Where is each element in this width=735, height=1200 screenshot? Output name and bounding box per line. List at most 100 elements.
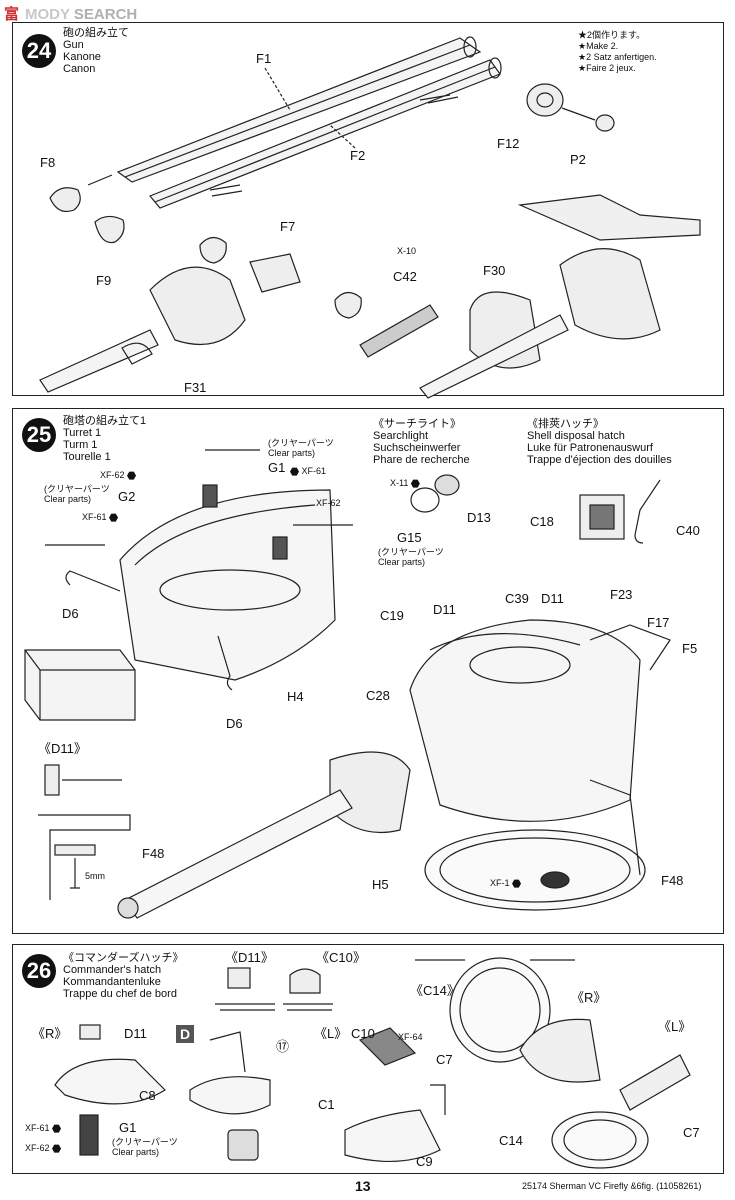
step-25-panel bbox=[12, 408, 724, 934]
part-h4: H4 bbox=[287, 689, 304, 704]
part-c10: C10 bbox=[351, 1026, 375, 1041]
paint-xf61-b: XF-61 bbox=[290, 466, 326, 476]
searchlight-fr: Phare de recherche bbox=[373, 454, 470, 466]
step-26-title-de: Kommandantenluke bbox=[63, 976, 161, 988]
note-jp: ★2個作ります。 bbox=[578, 30, 646, 40]
step-26-panel bbox=[12, 944, 724, 1174]
part-d6-a: D6 bbox=[62, 606, 79, 621]
hatch-en: Shell disposal hatch bbox=[527, 430, 625, 442]
step-24-note: ★2個作ります。 ★Make 2. ★2 Satz anfertigen. ★F… bbox=[578, 30, 657, 74]
step-24-title-jp: 砲の組み立て bbox=[63, 27, 129, 39]
paint-x11: X-11 bbox=[390, 478, 420, 488]
part-f8: F8 bbox=[40, 155, 56, 170]
part-c7-b: C7 bbox=[683, 1125, 700, 1140]
paint-xf62: XF-62 bbox=[25, 1143, 62, 1153]
d11-detail-label: 《D11》 bbox=[225, 950, 274, 965]
searchlight-en: Searchlight bbox=[373, 430, 429, 442]
part-c8: C8 bbox=[139, 1088, 156, 1103]
paint-hex-icon bbox=[52, 1144, 62, 1153]
part-c14: C14 bbox=[499, 1133, 523, 1148]
note-de: ★2 Satz anfertigen. bbox=[578, 52, 657, 62]
hatch-fr: Trappe d'éjection des douilles bbox=[527, 454, 672, 466]
step-26-title-fr: Trappe du chef de bord bbox=[63, 988, 177, 1000]
part-c9: C9 bbox=[416, 1154, 433, 1169]
step-26-title-jp: 《コマンダーズハッチ》 bbox=[63, 952, 184, 964]
part-f7: F7 bbox=[280, 219, 296, 234]
watermark-search: SEARCH bbox=[73, 6, 138, 23]
clear-en: Clear parts bbox=[378, 557, 423, 567]
ref-17-icon: ⑰ bbox=[276, 1039, 290, 1054]
xf1-text: XF-1 bbox=[490, 878, 510, 888]
paint-hex-icon bbox=[127, 471, 137, 480]
paint-xf1: XF-1 bbox=[490, 878, 522, 888]
clear-jp: クリヤーパーツ bbox=[381, 547, 444, 557]
part-g1-26: G1 bbox=[119, 1120, 137, 1135]
step-26-title-en: Commander's hatch bbox=[63, 964, 162, 976]
part-f12: F12 bbox=[497, 136, 520, 151]
paint-xf61: XF-61 bbox=[25, 1123, 62, 1133]
c14-detail-label: 《C14》 bbox=[410, 983, 460, 998]
clear-jp: クリヤーパーツ bbox=[47, 484, 110, 494]
searchlight-de: Suchscheinwerfer bbox=[373, 442, 461, 454]
part-d13: D13 bbox=[467, 510, 491, 525]
paint-hex-icon bbox=[52, 1124, 62, 1133]
part-d6-b: D6 bbox=[226, 716, 243, 731]
part-f1: F1 bbox=[256, 51, 272, 66]
xf62-text: XF-62 bbox=[100, 470, 125, 480]
part-c7-a: C7 bbox=[436, 1052, 453, 1067]
xf62-text: XF-62 bbox=[25, 1143, 50, 1153]
xf61-text: XF-61 bbox=[82, 512, 107, 522]
x11-text: X-11 bbox=[390, 478, 409, 488]
xf64-text: XF-64 bbox=[398, 1032, 423, 1042]
part-f2: F2 bbox=[350, 148, 366, 163]
clear-jp: クリヤーパーツ bbox=[115, 1137, 178, 1147]
hatch-caption: 《排莢ハッチ》 Shell disposal hatch Luke für Pa… bbox=[527, 418, 672, 466]
part-f9: F9 bbox=[96, 273, 112, 288]
watermark-glyph: 富 bbox=[4, 6, 20, 23]
c10-detail-label: 《C10》 bbox=[316, 950, 366, 965]
part-f48-b: F48 bbox=[661, 873, 684, 888]
part-f31: F31 bbox=[184, 380, 207, 395]
part-d11: D11 bbox=[124, 1026, 147, 1041]
note-en: ★Make 2. bbox=[578, 41, 619, 51]
searchlight-jp: 《サーチライト》 bbox=[373, 418, 461, 430]
part-c19: C19 bbox=[380, 608, 404, 623]
paint-xf62-b: XF-62 bbox=[316, 498, 341, 508]
clear-en: Clear parts bbox=[44, 494, 89, 504]
xf62-text: XF-62 bbox=[316, 498, 341, 508]
step-25-title-en: Turret 1 bbox=[63, 427, 102, 439]
part-h5: H5 bbox=[372, 877, 389, 892]
hatch-jp: 《排莢ハッチ》 bbox=[527, 418, 604, 430]
clear-jp: クリヤーパーツ bbox=[271, 438, 334, 448]
part-d11-b: D11 bbox=[541, 591, 564, 606]
paint-xf64: XF-64 bbox=[398, 1032, 423, 1042]
step-24-panel bbox=[12, 22, 724, 396]
product-code: 25174 Sherman VC Firefly &6fig. (1105826… bbox=[522, 1181, 702, 1191]
step-25-title-jp: 砲塔の組み立て1 bbox=[63, 415, 147, 427]
part-f17: F17 bbox=[647, 615, 670, 630]
part-c39: C39 bbox=[505, 591, 529, 606]
paint-x10: X-10 bbox=[397, 246, 417, 256]
paint-hex-icon bbox=[109, 513, 119, 522]
part-c42: C42 bbox=[393, 269, 417, 284]
xf61-text: XF-61 bbox=[301, 466, 327, 476]
clear-en: Clear parts bbox=[268, 448, 313, 458]
step-24-title-en: Gun bbox=[63, 39, 84, 51]
part-p2: P2 bbox=[570, 152, 586, 167]
step-24-number: 24 bbox=[22, 34, 56, 68]
paint-xf62-a: XF-62 bbox=[100, 470, 137, 480]
xf61-text: XF-61 bbox=[25, 1123, 50, 1133]
view-l-2: 《L》 bbox=[658, 1019, 692, 1034]
part-g1: G1 bbox=[268, 460, 286, 475]
hatch-de: Luke für Patronenauswurf bbox=[527, 442, 653, 454]
part-c28: C28 bbox=[366, 688, 390, 703]
paint-hex-icon bbox=[290, 467, 299, 476]
step-25-title: 砲塔の組み立て1 Turret 1 Turm 1 Tourelle 1 bbox=[63, 415, 146, 463]
